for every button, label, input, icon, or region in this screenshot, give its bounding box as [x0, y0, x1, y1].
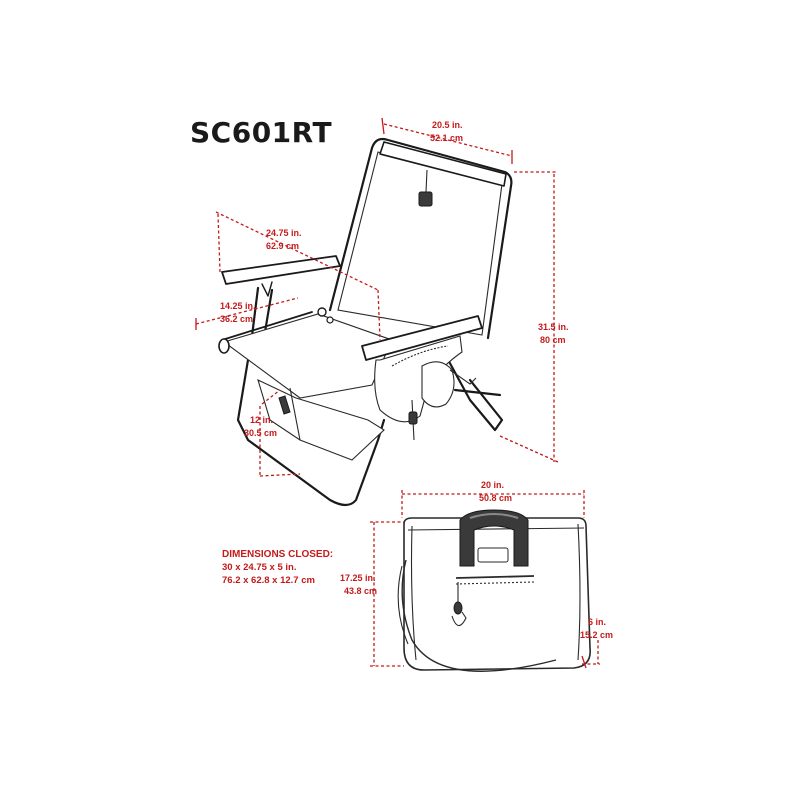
dimensions-closed-block: DIMENSIONS CLOSED: 30 x 24.75 x 5 in. 76… — [222, 548, 333, 587]
bag-zipper-stitch — [455, 581, 535, 585]
top-width-in-label: 20.5 in. — [432, 120, 463, 130]
rear-brace — [453, 388, 502, 397]
product-model-title: SC601RT — [190, 116, 333, 149]
under-seat-pouch — [257, 378, 385, 461]
carry-bag-illustration — [397, 509, 591, 672]
dimensions-closed-heading: DIMENSIONS CLOSED: — [222, 549, 334, 560]
pouch-seam — [289, 387, 301, 441]
dimensions-closed-imperial: 30 x 24.75 x 5 in. — [222, 562, 297, 573]
total-height-in-label: 31.5 in. — [538, 322, 569, 332]
bag-body — [403, 517, 591, 671]
dimensions-closed-metric: 76.2 x 62.8 x 12.7 cm — [222, 575, 315, 586]
chair-dimension-lines — [195, 117, 559, 477]
bag-width-in-label: 20 in. — [481, 480, 504, 490]
back-strap — [425, 169, 428, 193]
seat-front-bar — [221, 311, 313, 341]
pouch-depth-cm-label: 30.5 cm — [244, 428, 277, 438]
arm-length-dimension-line — [215, 211, 379, 291]
pouch-strap-clip-icon — [278, 395, 291, 415]
arm-length-in-label: 24.75 in. — [266, 228, 302, 238]
seat-height-cm-label: 36.2 cm — [220, 314, 253, 324]
bag-right-seam — [577, 523, 581, 661]
top-headrest-bar — [379, 141, 507, 187]
seat-height-in-label: 14.25 in. — [220, 301, 256, 311]
bag-depth-cm-label: 15.2 cm — [580, 630, 613, 640]
bag-dimension-lines — [370, 490, 600, 669]
carabiner-icon — [451, 611, 467, 627]
bag-shoulder-strap — [401, 559, 557, 672]
seat-bar-end-cap — [218, 338, 230, 354]
beach-chair-illustration — [218, 137, 513, 507]
left-arm-bracket — [261, 281, 273, 297]
side-latch — [449, 369, 477, 385]
bag-shoulder-strap-edge — [397, 565, 409, 645]
total-height-cm-label: 80 cm — [540, 335, 566, 345]
bag-height-in-label: 17.25 in. — [340, 573, 376, 583]
bag-logo-patch — [477, 547, 509, 563]
pivot-joint-inner — [326, 316, 334, 324]
pouch-zipper — [391, 345, 449, 367]
bag-handles — [459, 509, 529, 567]
left-armrest — [221, 255, 341, 285]
bag-top-seam — [407, 527, 585, 531]
bag-width-cm-label: 50.8 cm — [479, 493, 512, 503]
right-armrest — [361, 315, 483, 361]
pouch-depth-in-label: 12 in. — [250, 415, 273, 425]
seat-height-dimension-line — [195, 297, 299, 325]
arm-length-cm-label: 62.9 cm — [266, 241, 299, 251]
bag-depth-in-label: 6 in. — [588, 617, 606, 627]
side-cup-pocket — [421, 361, 455, 408]
cord-toggle-icon — [408, 411, 418, 425]
rear-leg-frame — [438, 343, 504, 432]
bag-zipper — [455, 575, 535, 579]
bag-left-seam — [410, 525, 417, 661]
bag-height-cm-label: 43.8 cm — [344, 586, 377, 596]
zipper-pull-icon — [453, 601, 463, 615]
pivot-joint — [317, 307, 327, 317]
top-width-cm-label: 52.1 cm — [430, 133, 463, 143]
buckle-icon — [418, 191, 433, 207]
